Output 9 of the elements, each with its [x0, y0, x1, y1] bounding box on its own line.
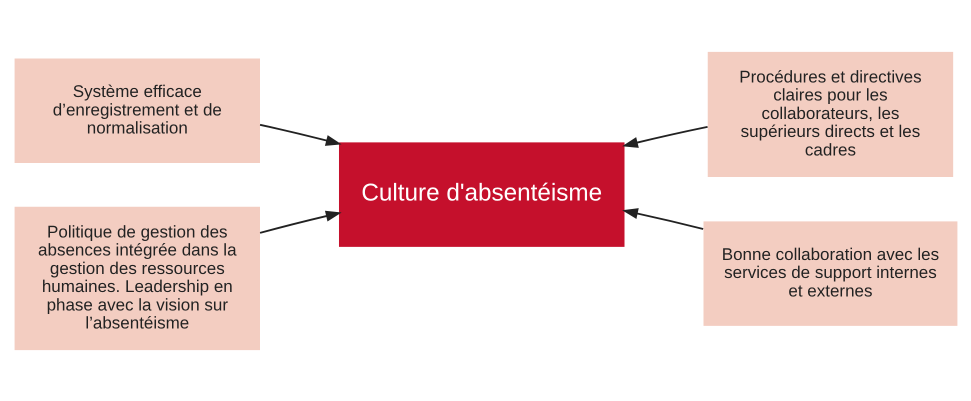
node-box: Bonne collaboration avec les services de support internes et externes — [702, 220, 957, 326]
node-box: Procédures et directives claires pour les collaborateurs, les supérieurs directs et les cadres — [707, 51, 953, 176]
arrow — [259, 123, 342, 146]
arrow — [622, 208, 703, 230]
node-box: Culture d'absentéisme — [338, 142, 624, 246]
node-box: Politique de gestion des absences intégrée dans la gestion des ressources humaines. Leadership en phase avec la vision sur l’absentéisme — [14, 206, 260, 350]
node-box: Système efficace d’enregistrement et de normalisation — [14, 58, 260, 163]
arrow — [622, 125, 708, 148]
arrow — [259, 210, 342, 234]
